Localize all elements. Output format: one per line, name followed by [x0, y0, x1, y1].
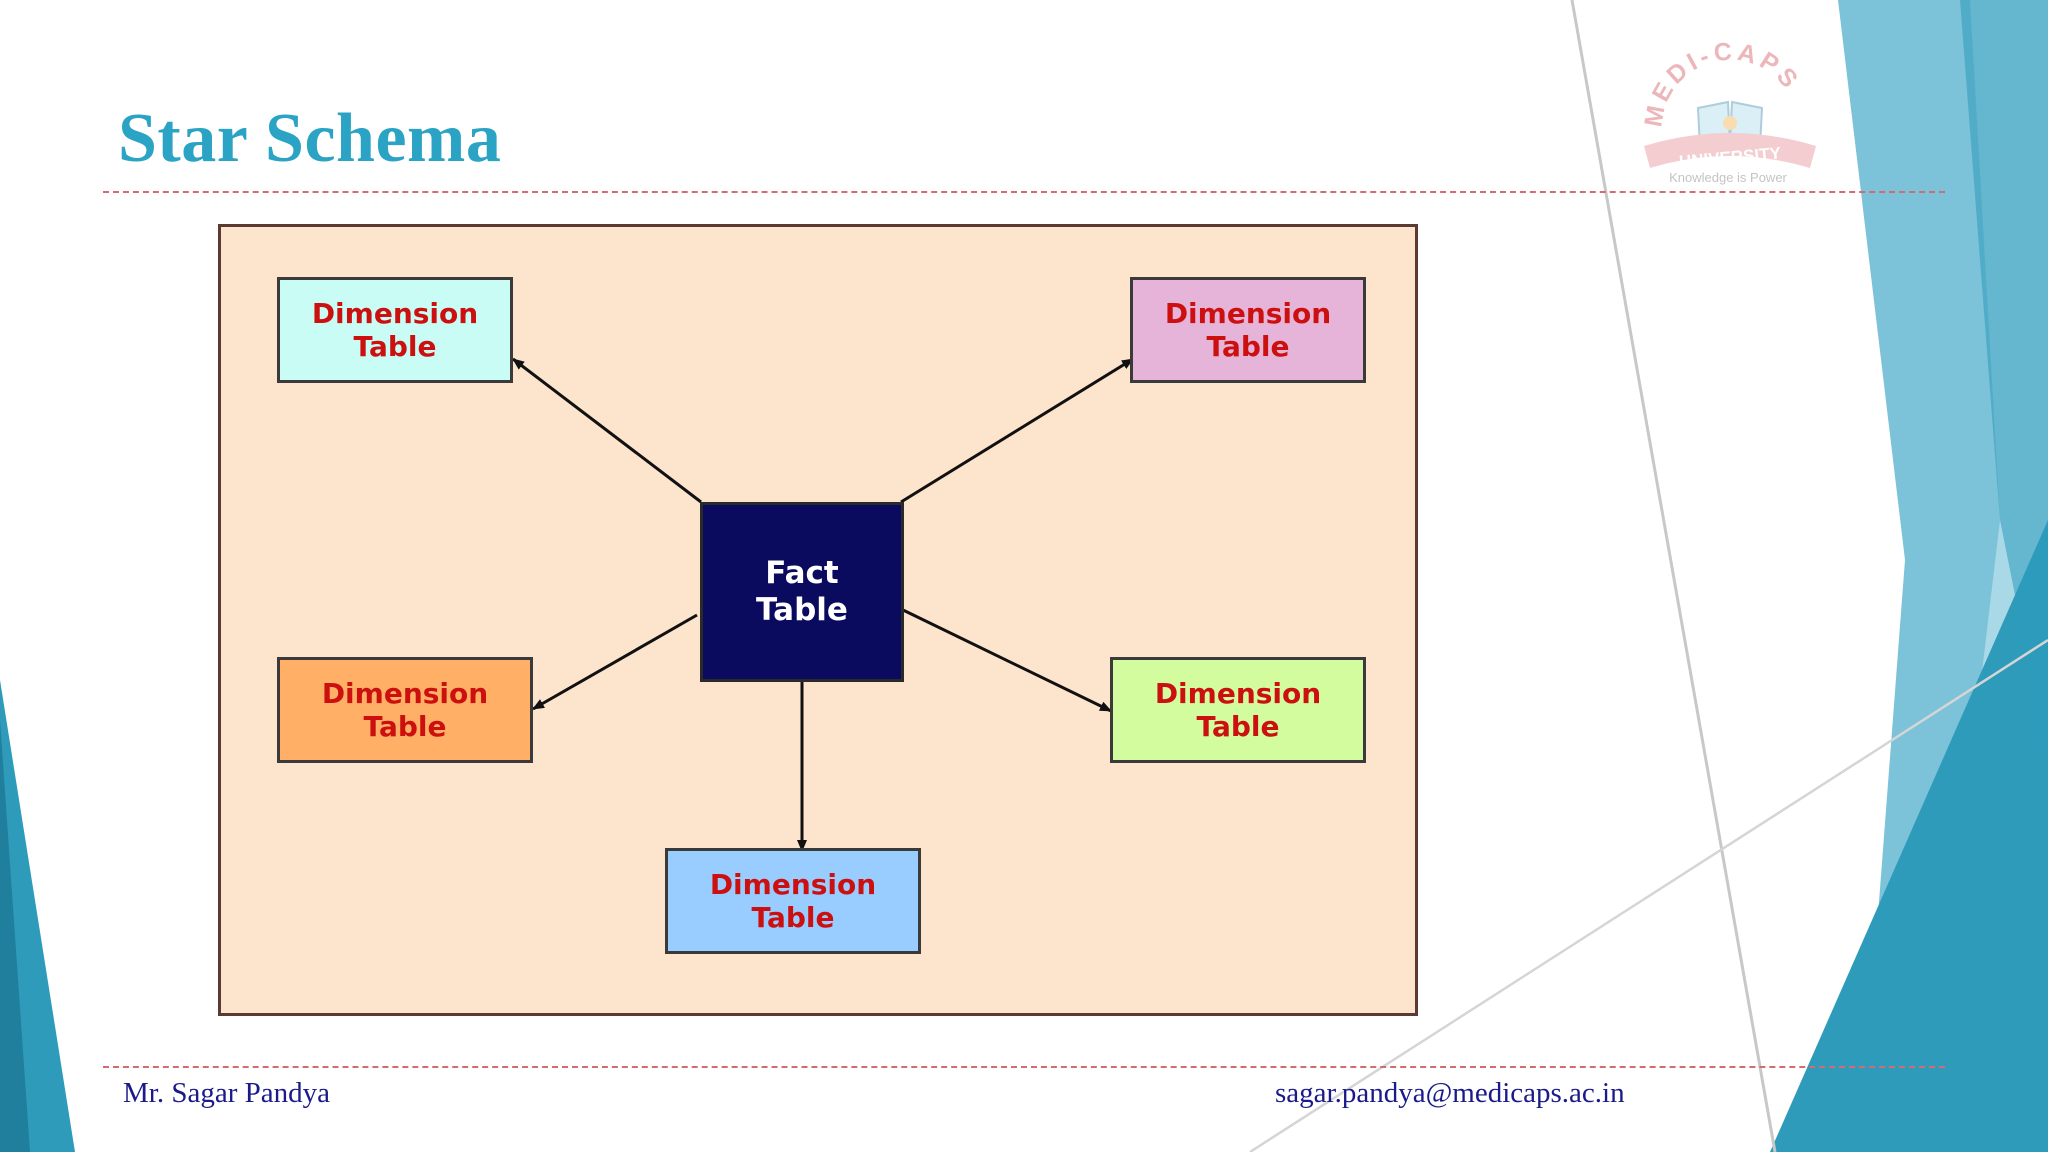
dimension-label-line1: Dimension: [1154, 677, 1322, 710]
dimension-label-line1: Dimension: [1164, 297, 1332, 330]
dimension-label-line1: Dimension: [311, 297, 479, 330]
arrow-to-top-right-dimension: [900, 357, 1134, 504]
university-logo: MEDI-CAPS UNIVERSITY Knowledge is Power: [1639, 37, 1816, 185]
fact-table-label-line2: Table: [756, 592, 848, 628]
dimension-label-line1: Dimension: [321, 677, 489, 710]
arrow-to-mid-right-dimension: [902, 608, 1112, 713]
dimension-label-line1: Dimension: [709, 868, 877, 901]
logo-tagline: Knowledge is Power: [1669, 170, 1787, 185]
dimension-label-line2: Table: [353, 330, 437, 363]
slide-title: Star Schema: [118, 100, 502, 177]
dimension-label-line2: Table: [751, 901, 835, 934]
fact-table: Fact Table: [700, 502, 904, 682]
dimension-table-mid-left: Dimension Table: [277, 657, 533, 763]
relationship-arrows: [512, 357, 1134, 852]
footer-author: Mr. Sagar Pandya: [123, 1077, 330, 1109]
dimension-table-top-left: Dimension Table: [277, 277, 513, 383]
star-schema-diagram: Fact Table Dimension Table Dimension Tab…: [218, 224, 1418, 1016]
dimension-table-bottom: Dimension Table: [665, 848, 921, 954]
arrow-to-top-left-dimension: [512, 357, 702, 504]
dimension-label-line2: Table: [1196, 710, 1280, 743]
fact-table-label-line1: Fact: [765, 555, 839, 591]
footer-email: sagar.pandya@medicaps.ac.in: [1275, 1077, 1625, 1109]
footer-divider: [103, 1066, 1945, 1068]
dimension-table-mid-right: Dimension Table: [1110, 657, 1366, 763]
dimension-label-line2: Table: [1206, 330, 1290, 363]
title-divider: [103, 191, 1945, 193]
arrow-to-mid-left-dimension: [532, 613, 698, 711]
dimension-label-line2: Table: [363, 710, 447, 743]
dimension-table-top-right: Dimension Table: [1130, 277, 1366, 383]
